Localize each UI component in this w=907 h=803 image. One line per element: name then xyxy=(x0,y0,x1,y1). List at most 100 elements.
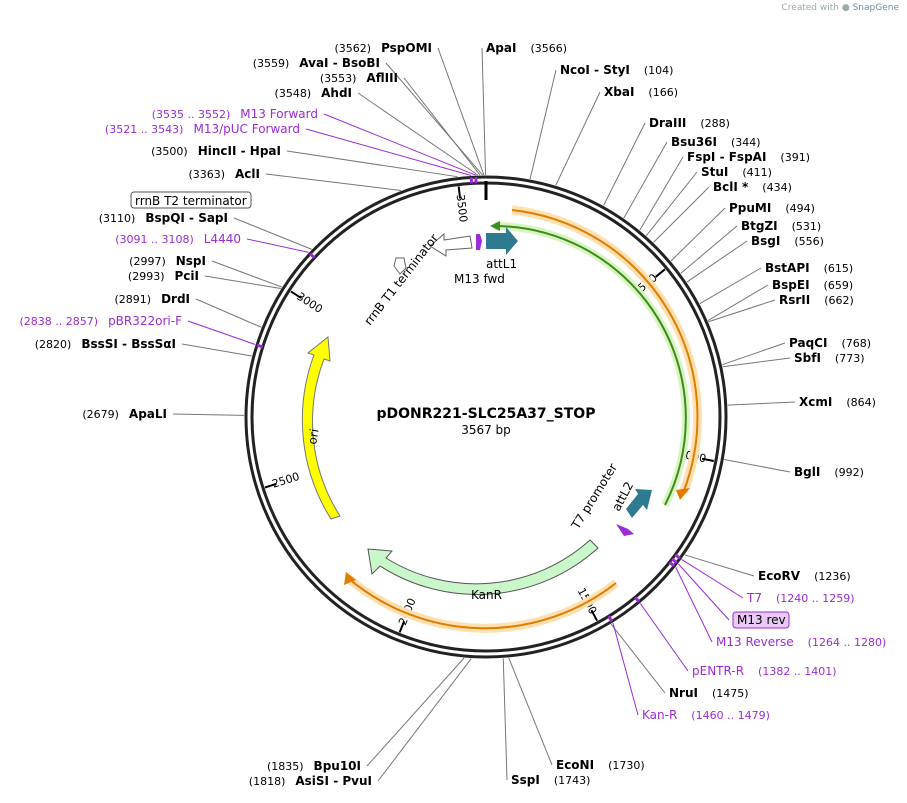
leader-line-11 xyxy=(204,275,282,290)
site-name-34: EcoRV xyxy=(758,569,801,583)
site-name-38: pENTR-R xyxy=(692,664,744,678)
site-name-26: BsgI xyxy=(751,234,780,248)
site-label-10: (2997)NspI xyxy=(129,254,206,268)
site-name-21: FspI - FspAI xyxy=(687,150,766,164)
tick-mark-2500 xyxy=(264,482,277,489)
site-pos-26: (556) xyxy=(794,235,824,248)
site-label-16: ApaI(3566) xyxy=(486,41,567,55)
site-pos-18: (166) xyxy=(648,86,678,99)
site-label-12: (2891)DrdI xyxy=(114,292,190,306)
site-label-4: (3535 .. 3552)M13 Forward xyxy=(152,107,318,121)
site-pos-22: (411) xyxy=(742,166,772,179)
site-name-28: BspEI xyxy=(772,278,810,292)
site-label-17: NcoI - StyI(104) xyxy=(560,63,673,77)
site-name-17: NcoI - StyI xyxy=(560,63,630,77)
plasmid-length: 3567 bp xyxy=(461,423,511,437)
leader-line-23 xyxy=(653,186,710,243)
site-pos-41: (1730) xyxy=(608,759,645,772)
leader-line-37 xyxy=(675,567,713,643)
ori-label: ori xyxy=(305,428,321,446)
site-pos-35: (1240 .. 1259) xyxy=(776,592,855,605)
credit-brand: SnapGene xyxy=(852,3,899,13)
leader-line-17 xyxy=(529,69,557,180)
site-name-10: NspI xyxy=(176,254,206,268)
site-label-38: pENTR-R(1382 .. 1401) xyxy=(692,664,837,678)
site-label-34: EcoRV (1236) xyxy=(758,569,851,583)
site-label-24: PpuMI(494) xyxy=(729,201,815,215)
site-label-43: (1835)Bpu10I xyxy=(267,759,361,773)
leader-line-15 xyxy=(172,413,245,416)
primer-mark-36 xyxy=(671,557,678,564)
site-name-35: T7 xyxy=(746,591,762,605)
site-label-36: M13 rev xyxy=(737,613,786,627)
leader-line-4 xyxy=(323,113,476,176)
tick-mark-1500 xyxy=(590,609,598,622)
site-label-37: M13 Reverse(1264 .. 1280) xyxy=(716,635,886,649)
site-name-36: M13 rev xyxy=(737,613,786,627)
backbone-outer-ring xyxy=(244,175,728,659)
primer-mark-40 xyxy=(607,615,614,623)
site-label-21: FspI - FspAI(391) xyxy=(687,150,810,164)
site-name-9: L4440 xyxy=(204,232,241,246)
site-name-23: BclI * xyxy=(713,180,749,194)
leader-line-0 xyxy=(437,47,485,176)
rrnb-t1-terminator-label: rrnB T1 terminator xyxy=(361,231,441,328)
leader-line-1 xyxy=(385,62,483,176)
leader-line-18 xyxy=(555,91,601,186)
orf-arc-inner xyxy=(493,222,690,507)
site-pos-28: (659) xyxy=(824,279,854,292)
site-pos-3: (3548) xyxy=(275,87,312,100)
site-name-27: BstAPI xyxy=(765,261,810,275)
site-name-42: SspI xyxy=(511,773,540,787)
snapgene-logo-icon: ● xyxy=(841,3,850,13)
rrnb-t1-terminator-feature xyxy=(429,232,473,257)
site-name-39: NruI xyxy=(669,686,698,700)
kanr-feature xyxy=(367,539,599,595)
site-name-24: PpuMI xyxy=(729,201,771,215)
site-label-1: (3559)AvaI - BsoBI xyxy=(253,56,380,70)
leader-line-35 xyxy=(681,559,744,599)
site-name-4: M13 Forward xyxy=(240,107,318,121)
site-name-25: BtgZI xyxy=(741,219,778,233)
site-label-33: BglI(992) xyxy=(794,465,864,479)
primer-mark-35 xyxy=(674,553,681,560)
leader-line-33 xyxy=(724,459,791,473)
leader-line-9 xyxy=(246,238,309,253)
site-name-29: RsrII xyxy=(779,293,810,307)
orf-arc-right-arrow xyxy=(676,488,690,500)
site-label-8: (3110)BspQI - SapI xyxy=(99,211,228,225)
t7-promoter-label: T7 promoter xyxy=(568,461,620,532)
site-pos-7: (3363) xyxy=(188,168,225,181)
site-pos-43: (1835) xyxy=(267,760,304,773)
site-label-31: SbfI(773) xyxy=(794,351,865,365)
site-name-11: PciI xyxy=(175,269,200,283)
site-pos-2: (3553) xyxy=(320,72,357,85)
site-pos-30: (768) xyxy=(841,337,871,350)
site-label-30: PaqCI(768) xyxy=(789,336,871,350)
orf-arc-right-line xyxy=(511,209,699,494)
primer-mark-9 xyxy=(309,252,316,259)
leader-line-24 xyxy=(670,207,726,262)
site-label-27: BstAPI(615) xyxy=(765,261,853,275)
attl1-feature xyxy=(486,227,518,255)
site-pos-6: (3500) xyxy=(151,145,188,158)
leader-line-27 xyxy=(699,267,762,305)
leader-line-21 xyxy=(639,156,684,231)
site-name-7: AclI xyxy=(235,167,260,181)
site-pos-11: (2993) xyxy=(128,270,165,283)
tick-label-2500: 2500 xyxy=(270,470,301,491)
site-label-14: (2820)BssSI - BssSαI xyxy=(35,337,176,351)
tick-mark-2000 xyxy=(398,620,406,633)
primer-mark-37 xyxy=(668,561,676,568)
site-label-28: BspEI (659) xyxy=(772,278,853,292)
site-pos-25: (531) xyxy=(792,220,822,233)
site-label-6: (3500)HincII - HpaI xyxy=(151,144,281,158)
leader-line-30 xyxy=(722,342,786,366)
m13-fwd-feature xyxy=(476,234,482,250)
site-name-31: SbfI xyxy=(794,351,821,365)
leader-line-2 xyxy=(403,77,481,176)
site-label-15: (2679)ApaLI xyxy=(82,407,167,421)
site-pos-34: (1236) xyxy=(814,570,851,583)
site-label-5: (3521 .. 3543)M13/pUC Forward xyxy=(105,122,300,136)
